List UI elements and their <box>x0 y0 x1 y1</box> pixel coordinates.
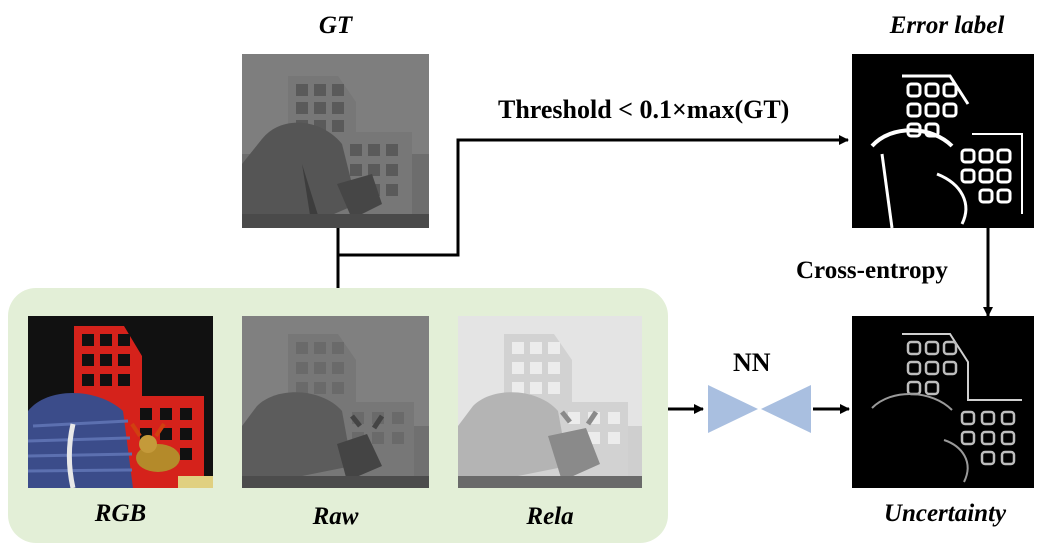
threshold-label: Threshold < 0.1×max(GT) <box>498 95 790 124</box>
raw-caption: Raw <box>312 503 359 530</box>
gt-depth-image <box>242 54 429 228</box>
nn-right-triangle <box>761 385 811 433</box>
rgb-caption: RGB <box>94 500 147 527</box>
cross-entropy-label: Cross-entropy <box>796 257 948 284</box>
nn-left-triangle <box>708 385 758 433</box>
gt-title: GT <box>318 12 353 39</box>
error-label-image <box>852 54 1034 228</box>
rela-depth-image <box>458 316 642 488</box>
error-label-title: Error label <box>889 12 1005 39</box>
raw-depth-image <box>242 316 429 488</box>
uncertainty-image <box>852 316 1034 488</box>
rgb-image <box>28 316 213 488</box>
nn-label: NN <box>733 348 771 377</box>
gt-to-error-label-arrow <box>336 135 849 257</box>
rela-caption: Rela <box>526 503 574 530</box>
uncertainty-caption: Uncertainty <box>883 500 1007 527</box>
